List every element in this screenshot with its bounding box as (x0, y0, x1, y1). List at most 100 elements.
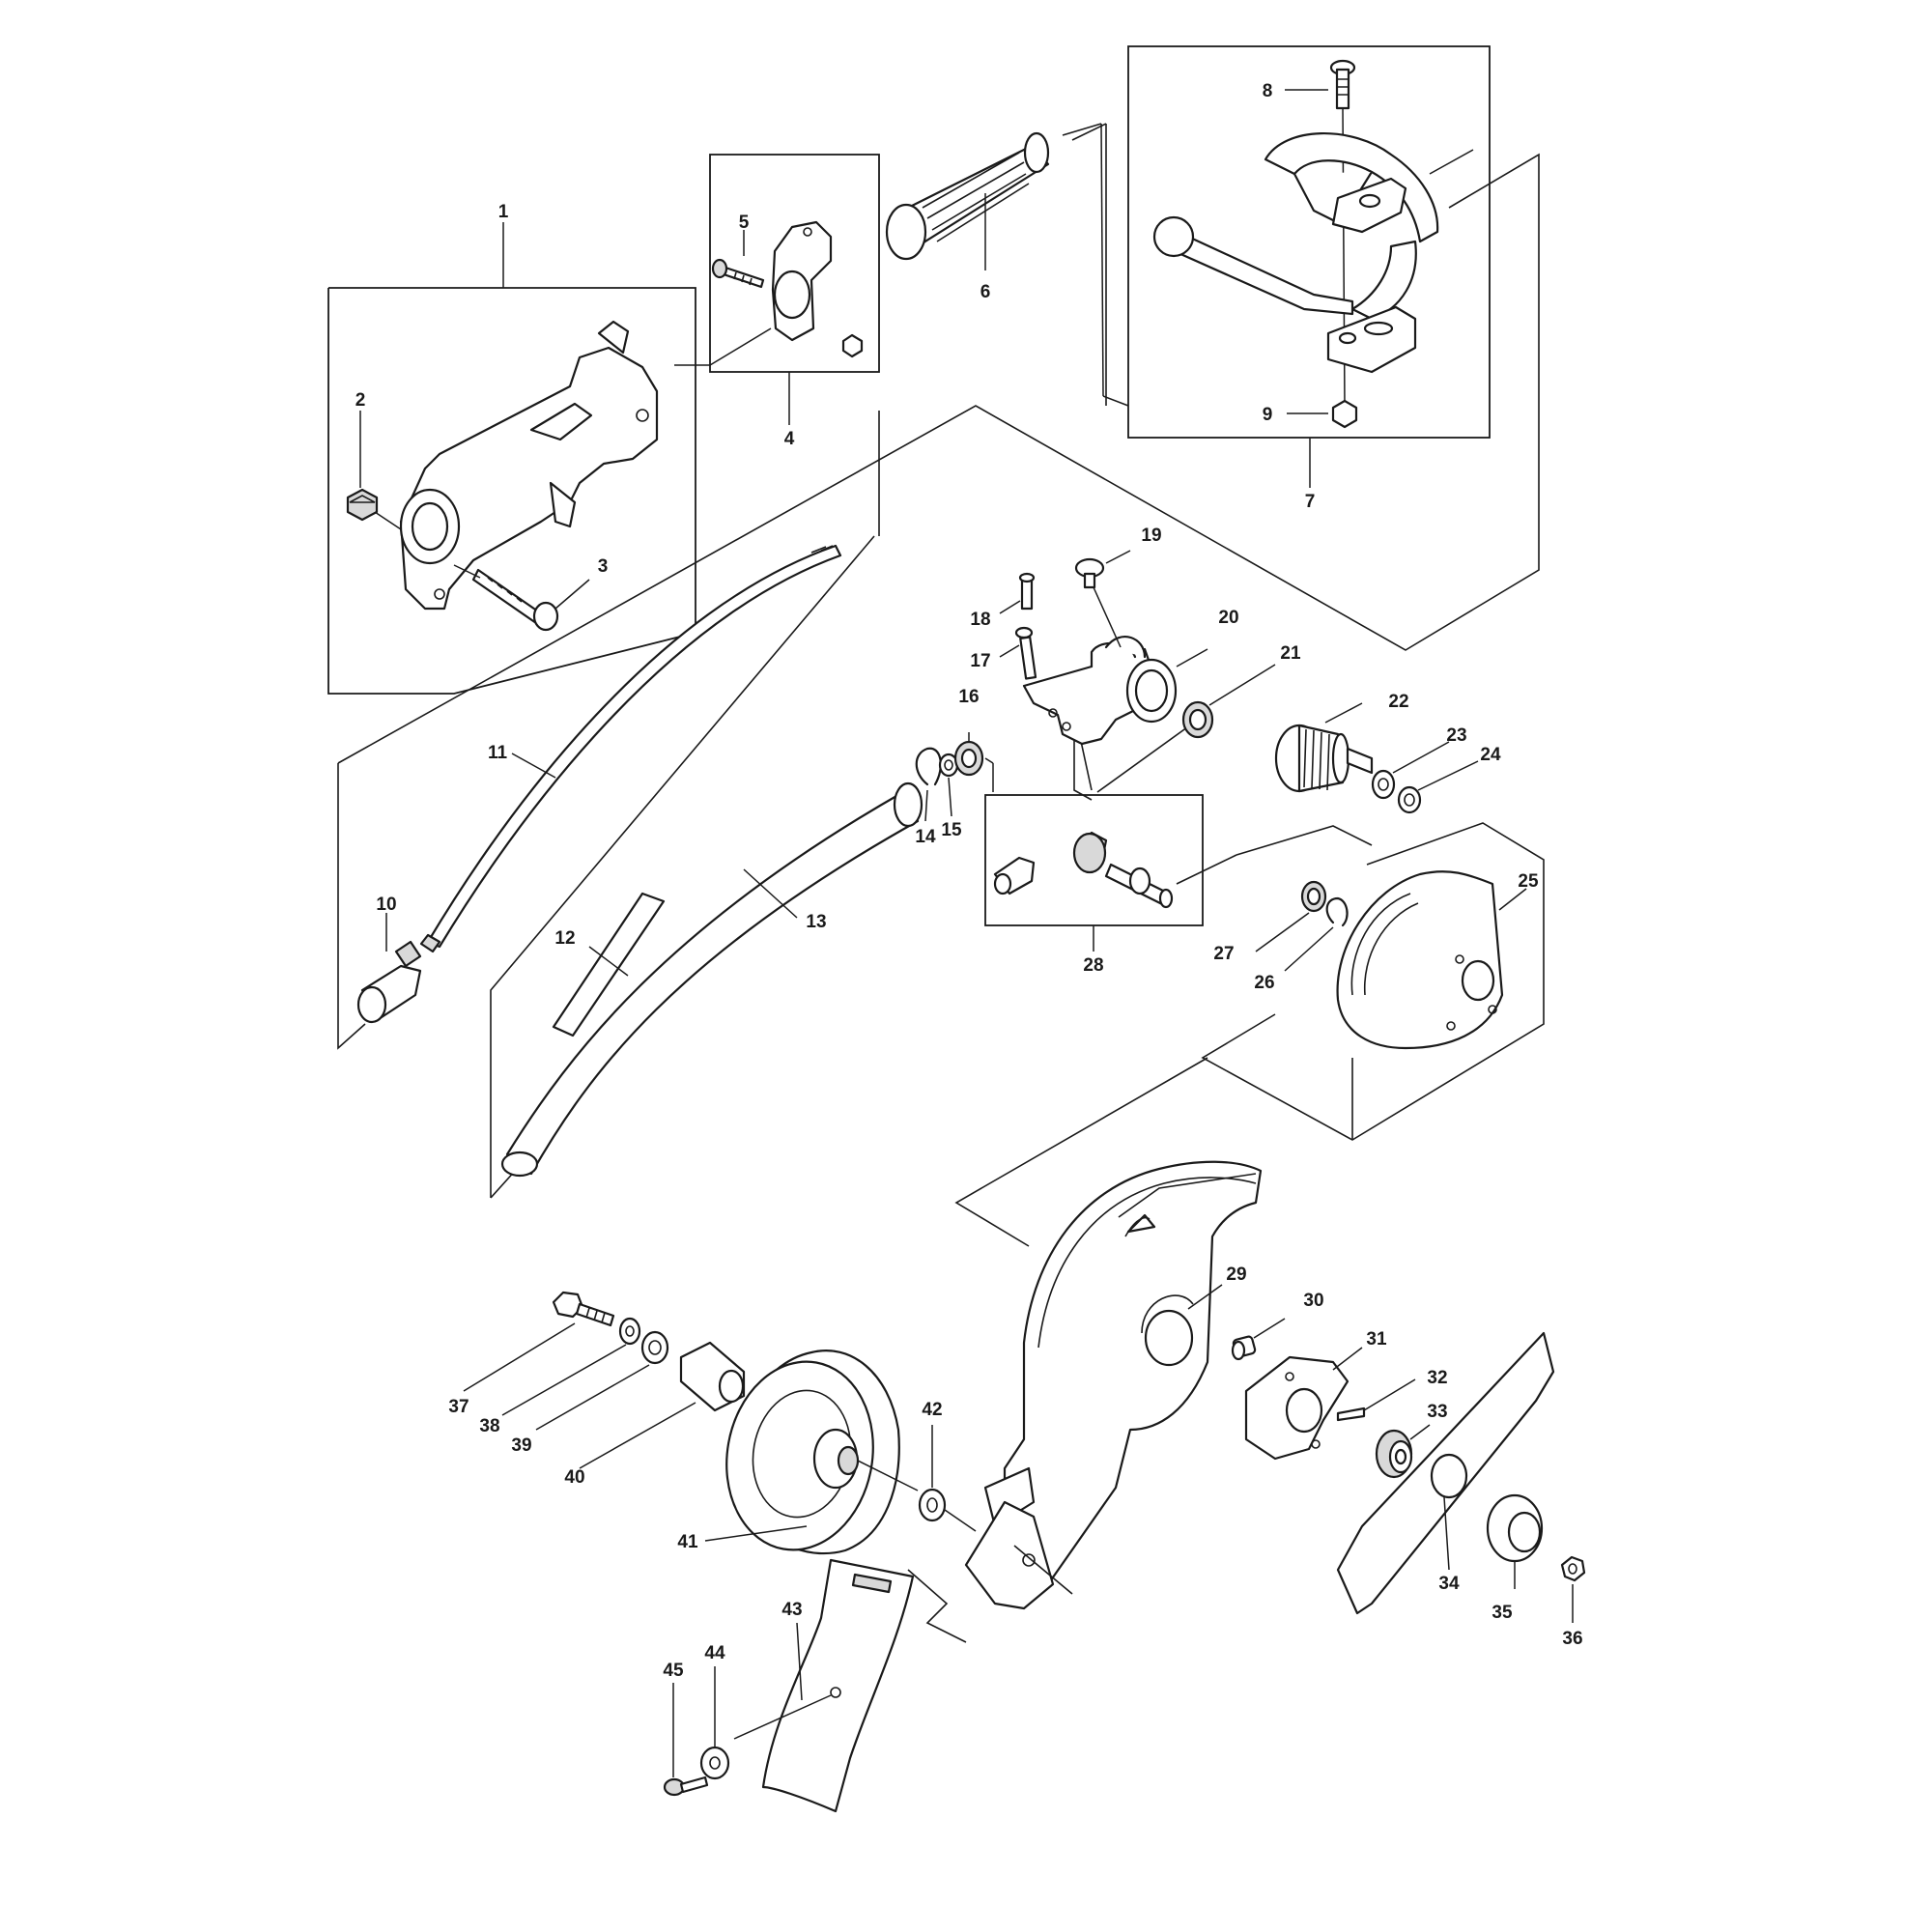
cover-25 (1336, 870, 1527, 1050)
washer-24 (1397, 760, 1479, 814)
callout-42: 42 (922, 1400, 942, 1420)
leader-19b (1093, 586, 1122, 648)
nut-4 (841, 333, 864, 358)
bearing-16 (953, 732, 994, 792)
assembly-box-7 (1127, 45, 1491, 488)
leader-31 (1332, 1347, 1363, 1371)
leader-17 (999, 644, 1020, 658)
callout-4: 4 (784, 429, 795, 449)
screw-17 (999, 626, 1037, 680)
leader-39 (535, 1364, 650, 1431)
outline-gear-link (1176, 854, 1237, 885)
leader-22 (1324, 702, 1363, 724)
callout-10: 10 (376, 895, 396, 915)
leader-21 (1208, 664, 1276, 706)
leader-18 (999, 600, 1021, 614)
leader-42b (944, 1509, 977, 1532)
callout-9: 9 (1263, 405, 1273, 425)
callout-29: 29 (1226, 1264, 1246, 1285)
leader-4-link (709, 327, 772, 366)
seal-21 (1181, 664, 1276, 739)
leader-6b (1062, 123, 1102, 136)
leader-3-stub (453, 564, 481, 579)
callout-30: 30 (1303, 1291, 1323, 1311)
callout-26: 26 (1254, 973, 1274, 993)
callout-36: 36 (1562, 1629, 1582, 1649)
leader-30 (1253, 1318, 1286, 1339)
leader-2b (374, 511, 402, 530)
bolt-3 (471, 568, 559, 632)
callout-35: 35 (1492, 1603, 1513, 1623)
leader-16b (984, 757, 994, 764)
washer-23 (1371, 741, 1450, 800)
leader-6d (1102, 395, 1129, 407)
callout-31: 31 (1366, 1329, 1387, 1350)
callout-25: 25 (1518, 871, 1539, 892)
callout-17: 17 (970, 651, 990, 671)
leader-43-axis (733, 1694, 832, 1740)
outline-lower-region (954, 1057, 1208, 1247)
callout-23: 23 (1446, 725, 1466, 746)
leader-11 (511, 753, 556, 779)
leader-14 (924, 789, 928, 822)
washer-27 (1255, 880, 1327, 952)
bolt-37 (463, 1291, 615, 1392)
blade-guard-29 (964, 1160, 1263, 1610)
callout-21: 21 (1280, 643, 1301, 664)
callout-38: 38 (479, 1416, 499, 1436)
ferrule-10 (356, 913, 422, 1024)
callout-1: 1 (498, 202, 509, 222)
leader-27 (1255, 912, 1310, 952)
tube-13 (500, 781, 923, 1178)
leader-41 (704, 1525, 808, 1542)
leader-33 (1409, 1424, 1431, 1440)
callout-3: 3 (598, 556, 609, 577)
callout-5: 5 (739, 213, 750, 233)
loop-handle-7 (1152, 132, 1439, 374)
callout-labels: 1 2 3 4 5 6 7 8 9 10 11 12 13 14 15 16 1… (355, 81, 1583, 1681)
deflector-43 (733, 1558, 915, 1813)
circlip-26 (1284, 896, 1349, 972)
callout-18: 18 (970, 610, 990, 630)
leader-29 (1187, 1284, 1223, 1310)
leader-40 (579, 1402, 696, 1469)
callout-39: 39 (511, 1435, 531, 1456)
callout-37: 37 (448, 1397, 469, 1417)
screw-32 (1336, 1378, 1416, 1422)
callout-14: 14 (915, 827, 936, 847)
shaft-28-end (1158, 888, 1174, 909)
label-12 (552, 892, 666, 1037)
spacer-30 (1231, 1318, 1286, 1361)
callout-41: 41 (677, 1532, 698, 1552)
assembly-box-28 (984, 794, 1204, 952)
spacer-40 (579, 1341, 746, 1469)
callout-2: 2 (355, 390, 366, 411)
leader-38 (501, 1344, 627, 1416)
outline-guard-region (1201, 822, 1545, 1141)
callout-34: 34 (1438, 1574, 1460, 1594)
callout-20: 20 (1218, 608, 1238, 628)
plate-31 (1244, 1347, 1363, 1461)
callout-15: 15 (941, 820, 962, 840)
outline-left-bracket (337, 763, 366, 1050)
nut-2 (346, 488, 379, 522)
rear-handle-housing (399, 320, 659, 611)
callout-8: 8 (1263, 81, 1273, 101)
washer-38 (501, 1317, 641, 1416)
leader-43 (796, 1622, 803, 1701)
assembly-box-4 (709, 154, 880, 425)
washer-44 (699, 1666, 730, 1780)
leader-15 (948, 777, 952, 817)
pinion-28a-end (993, 872, 1012, 895)
leader-34 (1443, 1496, 1450, 1571)
leader-20 (1176, 648, 1208, 668)
callout-16: 16 (958, 687, 979, 707)
callout-12: 12 (554, 928, 575, 949)
leader-12 (588, 946, 629, 977)
leader-3 (554, 579, 590, 610)
outline-washer-link (1236, 825, 1373, 856)
leader-26 (1284, 926, 1334, 972)
leader-24 (1417, 760, 1479, 791)
